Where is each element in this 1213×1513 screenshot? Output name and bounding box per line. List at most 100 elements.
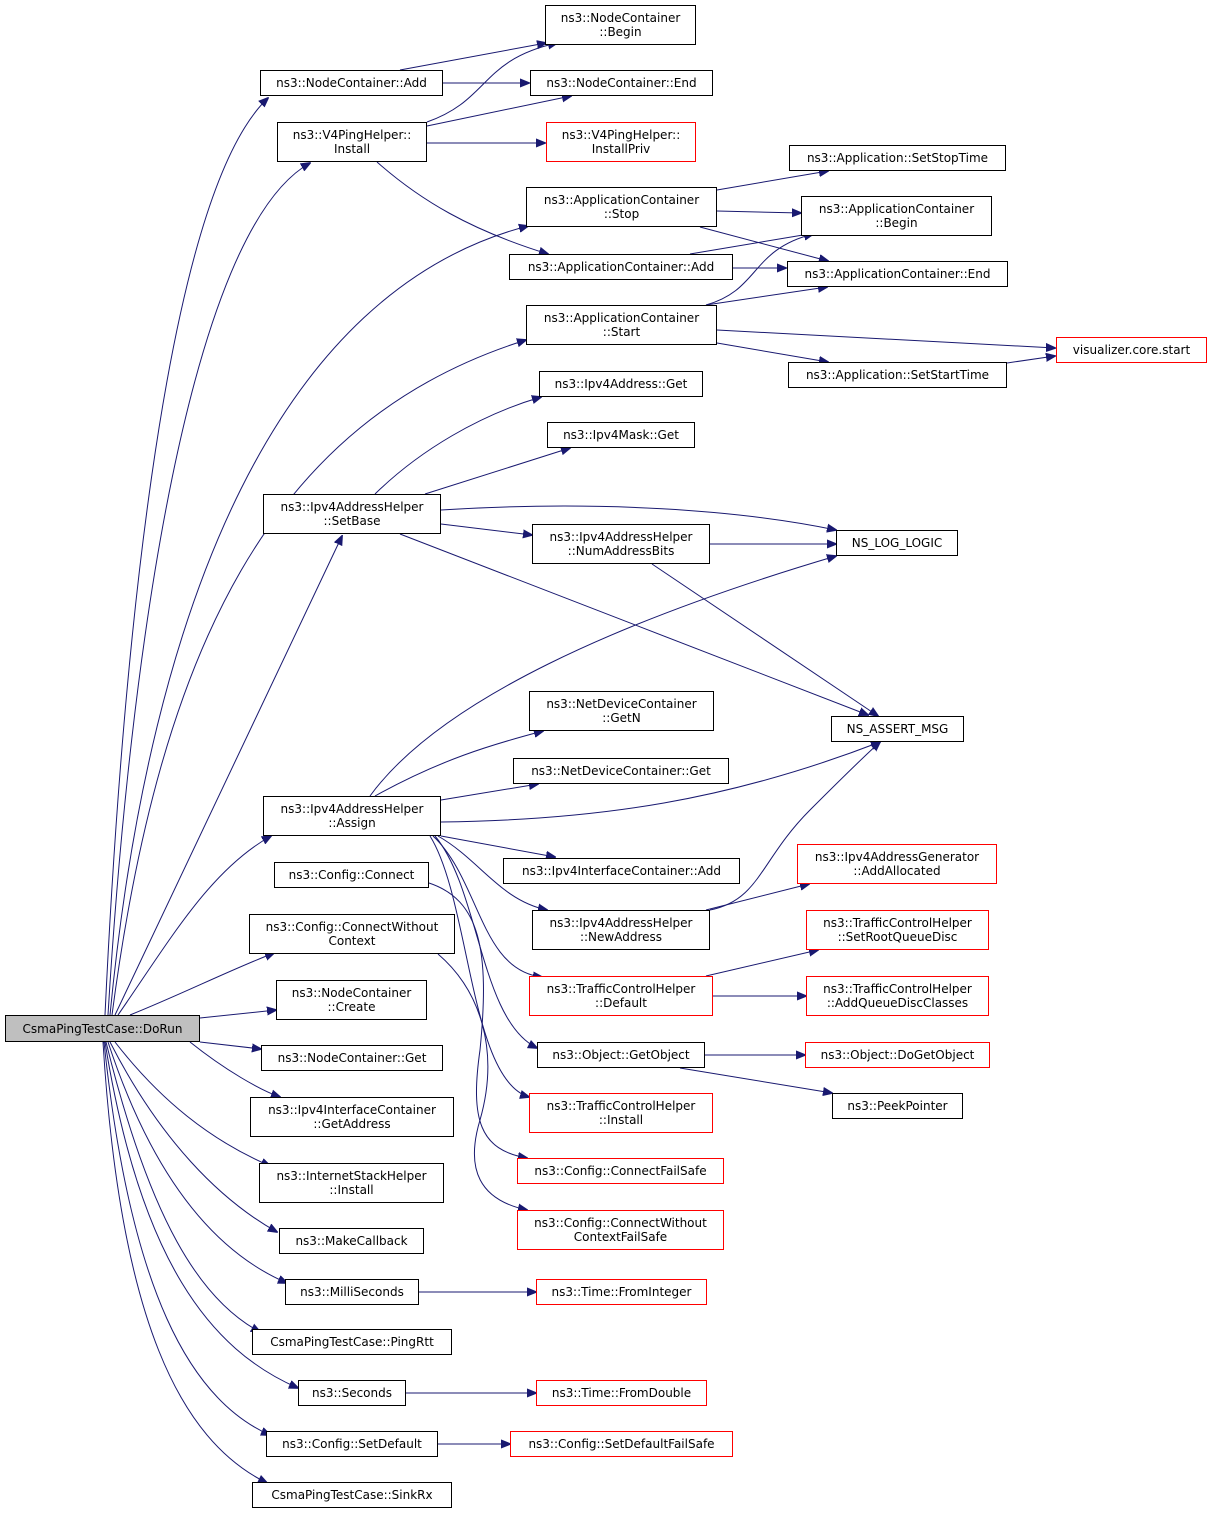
call-edge xyxy=(199,1041,261,1049)
node-config-setdefault[interactable]: ns3::Config::SetDefault xyxy=(266,1431,438,1457)
call-edge xyxy=(107,1041,287,1283)
node-nodecontainer-get[interactable]: ns3::NodeContainer::Get xyxy=(261,1045,443,1071)
call-edge xyxy=(374,397,541,495)
call-edge xyxy=(716,171,828,191)
call-edge xyxy=(114,1041,270,1166)
node-nodecontainer-end[interactable]: ns3::NodeContainer::End xyxy=(530,70,713,96)
node-ipv4addresshelper-setbase[interactable]: ns3::Ipv4AddressHelper ::SetBase xyxy=(263,494,441,534)
call-edge xyxy=(426,96,571,127)
call-edge xyxy=(437,835,547,910)
node-config-connectwithoutcontext[interactable]: ns3::Config::ConnectWithout Context xyxy=(249,914,455,954)
node-config-connect[interactable]: ns3::Config::Connect xyxy=(274,862,429,888)
node-application-setstoptime[interactable]: ns3::Application::SetStopTime xyxy=(789,145,1006,171)
call-edge xyxy=(437,953,527,1210)
node-milliseconds[interactable]: ns3::MilliSeconds xyxy=(285,1279,419,1305)
node-applicationcontainer-stop[interactable]: ns3::ApplicationContainer ::Stop xyxy=(526,187,717,227)
node-config-setdefaultfailsafe[interactable]: ns3::Config::SetDefaultFailSafe xyxy=(510,1431,733,1457)
call-edge xyxy=(199,1010,276,1019)
node-applicationcontainer-add[interactable]: ns3::ApplicationContainer::Add xyxy=(509,254,733,280)
call-edge xyxy=(699,226,828,261)
call-edge xyxy=(105,1041,260,1332)
node-ipv4addresshelper-newaddress[interactable]: ns3::Ipv4AddressHelper ::NewAddress xyxy=(532,910,710,950)
node-netdevicecontainer-get[interactable]: ns3::NetDeviceContainer::Get xyxy=(513,758,729,784)
node-internetstackhelper-install[interactable]: ns3::InternetStackHelper ::Install xyxy=(259,1163,444,1203)
call-edge xyxy=(114,536,342,1016)
node-trafficcontrolhelper-addqueuediscclasses[interactable]: ns3::TrafficControlHelper ::AddQueueDisc… xyxy=(806,976,989,1016)
node-ipv4mask-get[interactable]: ns3::Ipv4Mask::Get xyxy=(547,422,695,448)
call-edge xyxy=(679,1067,832,1093)
call-edge xyxy=(1006,356,1055,364)
call-edge xyxy=(716,329,1055,348)
node-ipv4addresshelper-numaddressbits[interactable]: ns3::Ipv4AddressHelper ::NumAddressBits xyxy=(532,524,710,564)
call-edge xyxy=(374,731,543,797)
node-object-dogetobject[interactable]: ns3::Object::DoGetObject xyxy=(805,1042,990,1068)
call-edge xyxy=(440,505,836,530)
node-ipv4interfacecontainer-add[interactable]: ns3::Ipv4InterfaceContainer::Add xyxy=(503,858,740,884)
node-ipv4addresshelper-assign[interactable]: ns3::Ipv4AddressHelper ::Assign xyxy=(263,796,441,836)
call-edge xyxy=(705,884,809,911)
node-v4pinghelper-installpriv[interactable]: ns3::V4PingHelper:: InstallPriv xyxy=(546,122,696,162)
call-edge xyxy=(709,742,880,911)
node-seconds[interactable]: ns3::Seconds xyxy=(298,1380,406,1406)
node-root-dorun: CsmaPingTestCase::DoRun xyxy=(5,1015,200,1042)
node-pingrtt[interactable]: CsmaPingTestCase::PingRtt xyxy=(252,1329,452,1355)
node-trafficcontrolhelper-default[interactable]: ns3::TrafficControlHelper ::Default xyxy=(529,976,713,1016)
call-edge xyxy=(369,556,836,797)
node-applicationcontainer-start[interactable]: ns3::ApplicationContainer ::Start xyxy=(526,305,717,345)
call-edge xyxy=(689,233,815,255)
node-applicationcontainer-begin[interactable]: ns3::ApplicationContainer ::Begin xyxy=(801,196,992,236)
node-object-getobject[interactable]: ns3::Object::GetObject xyxy=(537,1042,705,1068)
call-edge xyxy=(440,835,555,857)
node-ipv4interfacecontainer-getaddress[interactable]: ns3::Ipv4InterfaceContainer ::GetAddress xyxy=(250,1097,454,1137)
node-v4pinghelper-install[interactable]: ns3::V4PingHelper:: Install xyxy=(277,122,427,162)
node-nodecontainer-create[interactable]: ns3::NodeContainer ::Create xyxy=(276,980,427,1020)
node-makecallback[interactable]: ns3::MakeCallback xyxy=(279,1228,424,1254)
node-application-setstarttime[interactable]: ns3::Application::SetStartTime xyxy=(788,362,1007,388)
node-ipv4addressgenerator-addallocated[interactable]: ns3::Ipv4AddressGenerator ::AddAllocated xyxy=(797,844,997,884)
call-edge xyxy=(109,226,528,1016)
call-edge xyxy=(429,835,529,1097)
call-edge xyxy=(426,43,557,123)
call-edge xyxy=(104,1041,298,1388)
call-edge xyxy=(432,835,542,977)
call-edge xyxy=(424,448,570,495)
call-edge xyxy=(103,1041,270,1435)
call-edge xyxy=(399,533,868,715)
call-edge xyxy=(111,340,526,1016)
node-trafficcontrolhelper-install[interactable]: ns3::TrafficControlHelper ::Install xyxy=(529,1093,713,1133)
call-edge xyxy=(716,211,801,213)
call-edge xyxy=(376,161,548,254)
node-time-frominteger[interactable]: ns3::Time::FromInteger xyxy=(536,1279,707,1305)
call-edge xyxy=(428,882,527,1158)
node-ns-assert-msg[interactable]: NS_ASSERT_MSG xyxy=(831,716,964,742)
node-nodecontainer-add[interactable]: ns3::NodeContainer::Add xyxy=(260,70,443,96)
call-edge xyxy=(716,342,828,362)
node-visualizer-core-start[interactable]: visualizer.core.start xyxy=(1056,337,1207,363)
node-time-fromdouble[interactable]: ns3::Time::FromDouble xyxy=(536,1380,707,1406)
call-edge xyxy=(107,163,310,1016)
call-edge xyxy=(440,742,880,823)
call-edge xyxy=(129,953,274,1016)
call-edge xyxy=(434,835,537,1048)
call-edge xyxy=(189,1041,280,1097)
node-peekpointer[interactable]: ns3::PeekPointer xyxy=(832,1093,963,1119)
call-edge xyxy=(104,98,268,1016)
node-config-connectfailsafe[interactable]: ns3::Config::ConnectFailSafe xyxy=(517,1158,724,1184)
call-edge xyxy=(109,1041,277,1232)
call-edge xyxy=(440,523,532,535)
node-applicationcontainer-end[interactable]: ns3::ApplicationContainer::End xyxy=(787,261,1008,287)
node-config-connectwithoutcontextfailsafe[interactable]: ns3::Config::ConnectWithout ContextFailS… xyxy=(517,1210,724,1250)
call-edge xyxy=(651,563,878,716)
node-netdevicecontainer-getn[interactable]: ns3::NetDeviceContainer ::GetN xyxy=(529,691,714,731)
node-nodecontainer-begin[interactable]: ns3::NodeContainer ::Begin xyxy=(545,5,696,45)
call-edge xyxy=(705,950,818,977)
node-sinkrx[interactable]: CsmaPingTestCase::SinkRx xyxy=(252,1482,452,1508)
call-edge xyxy=(117,836,271,1016)
node-trafficcontrolhelper-setrootqueuedisc[interactable]: ns3::TrafficControlHelper ::SetRootQueue… xyxy=(806,910,989,950)
node-ipv4address-get[interactable]: ns3::Ipv4Address::Get xyxy=(539,371,703,397)
node-ns-log-logic[interactable]: NS_LOG_LOGIC xyxy=(836,530,958,556)
call-edge xyxy=(705,234,813,306)
call-edge xyxy=(399,43,546,71)
